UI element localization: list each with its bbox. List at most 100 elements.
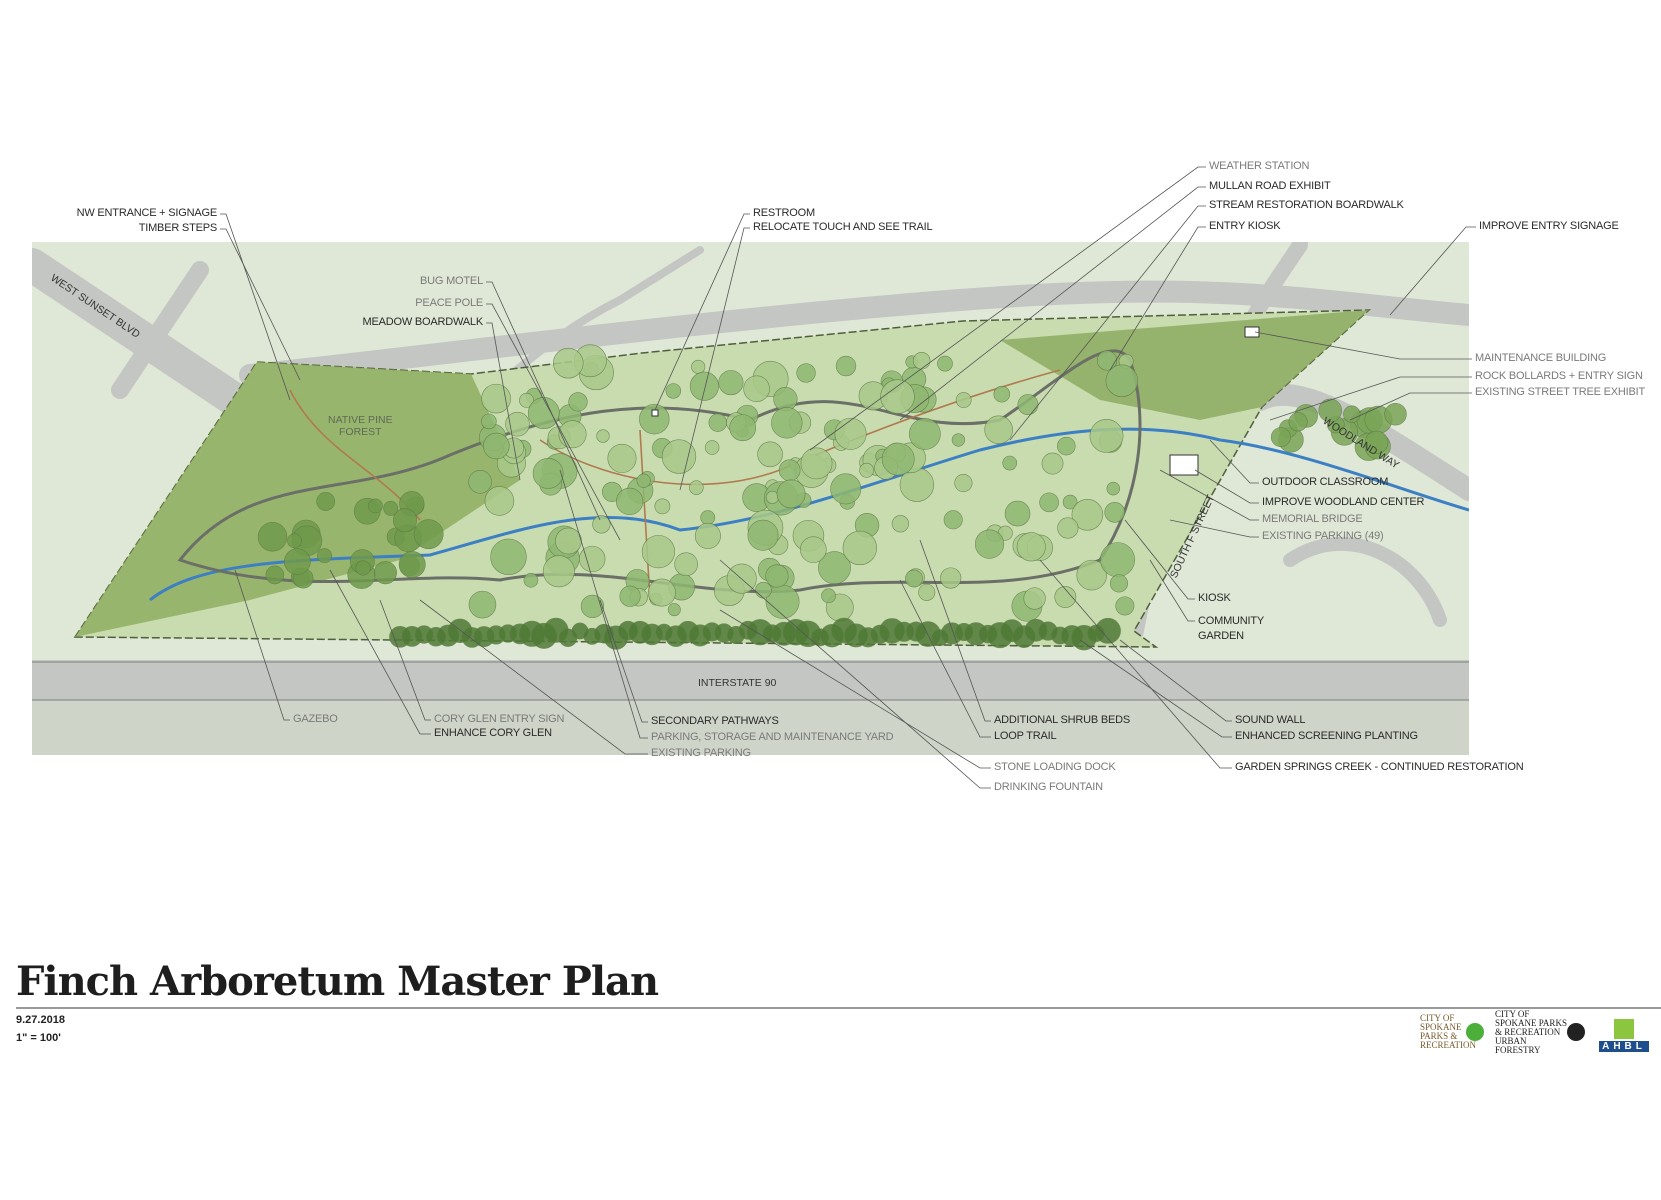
tree-canopy	[694, 522, 721, 549]
tree-canopy	[1100, 542, 1136, 578]
maintenance-building	[1244, 326, 1260, 338]
callout-sound-wall: SOUND WALL	[1235, 714, 1306, 726]
tree-canopy	[708, 413, 728, 432]
restroom-marker	[651, 409, 659, 417]
tree-canopy	[771, 407, 803, 439]
tree-canopy	[881, 442, 915, 476]
plan-date: 9.27.2018	[16, 1014, 65, 1026]
tree-canopy	[641, 535, 676, 569]
tree-canopy	[398, 551, 426, 578]
callout-enhance-cory-glen: ENHANCE CORY GLEN	[434, 727, 552, 739]
tree-canopy	[821, 588, 836, 604]
callout-gazebo: GAZEBO	[293, 713, 338, 725]
tree-canopy	[1089, 419, 1124, 453]
callout-restroom: RESTROOM	[753, 207, 815, 219]
tree-canopy	[834, 417, 867, 450]
callout-cory-glen-sign: CORY GLEN ENTRY SIGN	[434, 713, 565, 725]
callout-mullan-road: MULLAN ROAD EXHIBIT	[1209, 180, 1331, 192]
callout-improve-woodland-center: IMPROVE WOODLAND CENTER	[1262, 496, 1425, 508]
tree-canopy	[1096, 350, 1118, 371]
callout-weather-station: WEATHER STATION	[1209, 160, 1310, 172]
tree-canopy	[265, 565, 285, 585]
callout-entry-kiosk: ENTRY KIOSK	[1209, 220, 1281, 232]
tree-canopy	[1364, 430, 1389, 455]
tree-canopy	[765, 564, 789, 588]
tree-canopy	[912, 351, 931, 370]
tree-canopy	[1095, 617, 1121, 644]
tree-canopy	[619, 585, 641, 607]
tree-canopy	[607, 443, 637, 473]
tree-canopy	[937, 355, 953, 372]
tree-canopy	[891, 515, 910, 533]
callout-stream-boardwalk: STREAM RESTORATION BOARDWALK	[1209, 199, 1404, 211]
tree-canopy	[1016, 532, 1046, 562]
ahbl-logo-text: AHBL	[1599, 1041, 1649, 1052]
tree-canopy	[674, 552, 699, 577]
tree-canopy	[615, 487, 644, 516]
urban-forestry-logo: CITY OF SPOKANE PARKS & RECREATION URBAN…	[1495, 1008, 1587, 1055]
tree-canopy	[1270, 427, 1291, 448]
leader-lines	[220, 166, 1476, 789]
callout-loop-trail: LOOP TRAIL	[994, 730, 1057, 742]
spokane-parks-logo: CITY OF SPOKANE PARKS & RECREATION	[1420, 1012, 1486, 1052]
road-label-interstate-90: INTERSTATE 90	[698, 677, 777, 689]
tree-canopy	[1002, 455, 1018, 471]
tree-canopy	[835, 355, 857, 377]
tree-canopy	[1343, 405, 1361, 423]
tree-canopy	[1384, 402, 1407, 426]
tree-canopy	[505, 411, 530, 437]
tree-canopy	[1054, 586, 1077, 608]
tree-canopy	[542, 555, 575, 588]
tree-canopy	[1318, 398, 1343, 423]
tree-canopy	[1041, 452, 1064, 475]
area-label-native-pine-forest: NATIVE PINE FOREST	[328, 414, 393, 438]
tree-canopy	[955, 392, 972, 408]
tree-canopy	[527, 397, 560, 429]
callout-bug-motel: BUG MOTEL	[420, 275, 483, 287]
tree-canopy	[1004, 500, 1031, 527]
tree-canopy	[718, 370, 744, 396]
tree-canopy	[954, 473, 973, 493]
tree-canopy	[284, 548, 311, 575]
plan-scale: 1" = 100'	[16, 1032, 61, 1044]
tree-canopy	[905, 569, 923, 588]
tree-canopy	[392, 508, 418, 533]
tree-canopy	[316, 548, 332, 564]
callout-memorial-bridge: MEMORIAL BRIDGE	[1262, 513, 1363, 525]
tree-canopy	[468, 590, 497, 619]
callout-community-garden: COMMUNITY GARDEN	[1198, 615, 1265, 642]
callout-garden-springs: GARDEN SPRINGS CREEK - CONTINUED RESTORA…	[1235, 761, 1524, 773]
callout-screening-planting: ENHANCED SCREENING PLANTING	[1235, 730, 1418, 742]
tree-canopy	[383, 500, 399, 516]
callout-peace-pole: PEACE POLE	[415, 297, 483, 309]
tree-canopy	[413, 519, 444, 550]
tree-canopy	[1104, 501, 1125, 523]
callout-timber-steps: TIMBER STEPS	[138, 222, 217, 234]
tree-canopy	[1023, 587, 1046, 610]
tree-canopy	[316, 492, 336, 511]
callout-existing-parking-49: EXISTING PARKING (49)	[1262, 530, 1384, 542]
tree-canopy	[859, 462, 874, 478]
tree-canopy	[951, 433, 966, 447]
callout-street-tree-exhibit: EXISTING STREET TREE EXHIBIT	[1475, 386, 1646, 398]
callout-drinking-fountain: DRINKING FOUNTAIN	[994, 781, 1103, 793]
tree-canopy	[368, 498, 383, 514]
callout-maintenance-building: MAINTENANCE BUILDING	[1475, 352, 1607, 364]
callout-improve-entry-signage: IMPROVE ENTRY SIGNAGE	[1479, 220, 1619, 232]
tree-canopy	[943, 510, 963, 530]
tree-canopy	[558, 420, 587, 449]
tree-canopy	[1105, 364, 1139, 397]
tree-canopy	[830, 473, 862, 505]
callout-shrub-beds: ADDITIONAL SHRUB BEDS	[994, 714, 1130, 726]
forestry-emblem-icon	[1567, 1023, 1585, 1041]
tree-canopy	[755, 581, 772, 599]
tree-canopy	[880, 379, 915, 414]
tree-canopy	[1076, 559, 1107, 591]
tree-canopy	[729, 414, 757, 442]
tree-canopy	[484, 486, 515, 516]
tree-canopy	[667, 603, 681, 617]
tree-canopy	[519, 392, 534, 408]
urban-forestry-logo-text: CITY OF SPOKANE PARKS & RECREATION URBAN…	[1495, 1008, 1567, 1055]
tree-canopy	[532, 457, 564, 489]
